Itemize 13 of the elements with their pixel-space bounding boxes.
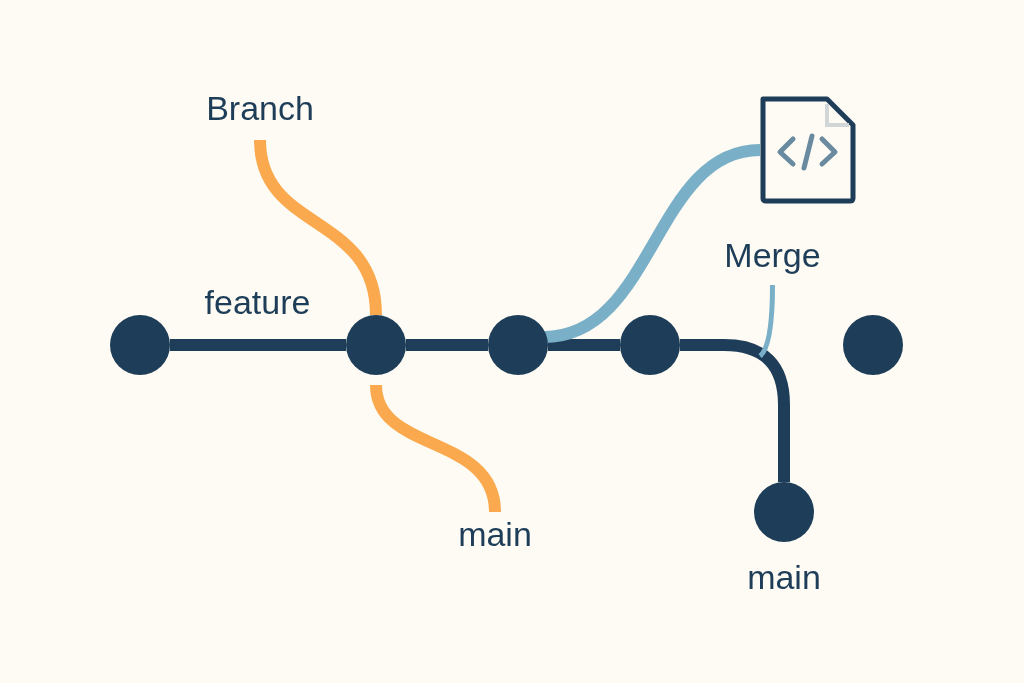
branch-label: Branch [190, 86, 330, 130]
branch-line [548, 339, 620, 351]
branch-line [758, 284, 775, 358]
code-file-icon [760, 96, 856, 204]
branch-label: main [440, 512, 550, 556]
branch-line [543, 144, 761, 343]
branch-label: Merge [700, 233, 845, 277]
branch-line [406, 339, 488, 351]
branch-label: feature [203, 282, 312, 323]
branch-label: main [746, 557, 822, 598]
branch-line [254, 139, 382, 316]
branch-line [680, 339, 790, 482]
branch-line [170, 339, 346, 351]
